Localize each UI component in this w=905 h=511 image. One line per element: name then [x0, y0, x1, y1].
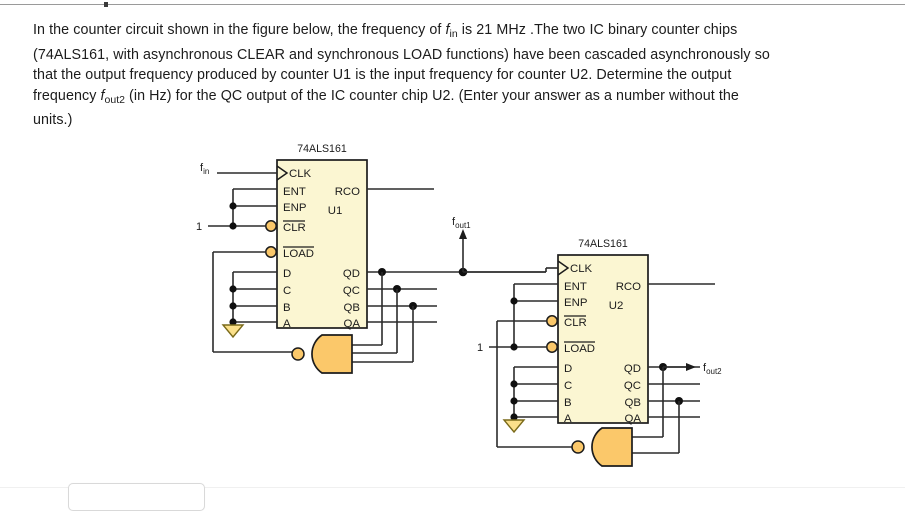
fout1-marker-group: fout1 [452, 216, 471, 277]
fin-base: f [445, 22, 450, 38]
u1-pin-d-label: D [283, 268, 291, 280]
answer-input-box[interactable] [68, 483, 205, 511]
u2-pin-qc-label: QC [624, 380, 641, 392]
u1-enp-junction-dot [229, 202, 237, 210]
fin-label: fin [200, 162, 209, 176]
u2-ground-symbol [502, 419, 526, 434]
u2-pin-c-label: C [564, 380, 572, 392]
u2-load-junction-dot [510, 343, 518, 351]
u2-chip-group: 74ALS161 U2 CLK ENT ENP CLR LOAD D C B A… [463, 238, 722, 467]
u1-pin-qd-label: QD [343, 268, 360, 280]
u1-clk-edge-triangle [276, 165, 289, 181]
fout2-label: fout2 [703, 362, 722, 376]
u2-clk-edge-triangle [557, 260, 570, 276]
u1-pin-rco-label: RCO [335, 186, 360, 198]
question-line-1-part-a: In the counter circuit shown in the figu… [33, 22, 446, 38]
u1-pin-qc-label: QC [343, 285, 360, 297]
u1-pin-b-label: B [283, 302, 291, 314]
u2-c-junction-dot [510, 380, 518, 388]
u2-pin-qd-label: QD [624, 363, 641, 375]
u2-load-inversion-bubble [546, 341, 558, 353]
u1-logic-one-label: 1 [196, 221, 202, 233]
top-divider-rule [0, 4, 905, 5]
question-line-4-part-b: (in Hz) for the QC output of the IC coun… [124, 87, 739, 104]
u2-a-junction-dot [510, 413, 518, 421]
u1-load-inversion-bubble [265, 246, 277, 258]
u1-a-junction-dot [229, 318, 237, 326]
u2-chip-body [557, 254, 649, 424]
question-line-1-part-b: is 21 MHz .The two IC binary counter chi… [457, 22, 738, 38]
u1-c-junction-dot [229, 285, 237, 293]
fout2-subscript: out2 [104, 93, 125, 106]
u2-logic-one-label: 1 [477, 342, 483, 354]
u1-pin-qb-label: QB [344, 302, 360, 314]
u2-b-junction-dot [510, 397, 518, 405]
fout2-probe-arrowhead [686, 363, 696, 371]
u1-part-number: 74ALS161 [297, 143, 347, 155]
u2-pin-qa-label: QA [625, 413, 642, 425]
question-line-1: In the counter circuit shown in the figu… [33, 20, 878, 45]
u2-pin-d-label: D [564, 363, 572, 375]
u2-designator: U2 [609, 300, 624, 312]
fin-symbol: fin [445, 22, 458, 40]
fout1-probe-arrowhead [459, 229, 467, 239]
u1-nand-output-bubble [291, 347, 305, 361]
fin-subscript: in [449, 27, 458, 40]
u2-pin-qb-label: QB [625, 397, 641, 409]
u1-ground-symbol [221, 324, 245, 339]
u2-pin-clk-label: CLK [570, 263, 593, 275]
u1-clr-junction-dot [229, 222, 237, 230]
u1-pin-enp-label: ENP [283, 202, 306, 214]
u1-b-junction-dot [229, 302, 237, 310]
u2-part-number: 74ALS161 [578, 238, 628, 250]
top-artifact-dot [104, 2, 108, 7]
fout2-base: f [100, 87, 105, 104]
question-line-3: that the output frequency produced by co… [33, 67, 732, 84]
question-line-5: units.) [33, 112, 73, 129]
u2-pin-load-label: LOAD [564, 343, 595, 355]
question-line-4: frequency fout2 (in Hz) for the QC outpu… [33, 86, 878, 111]
u2-nand-gate-body [591, 427, 633, 467]
u1-pin-ent-label: ENT [283, 186, 306, 198]
u2-clr-inversion-bubble [546, 315, 558, 327]
u2-pin-a-label: A [564, 413, 572, 425]
u2-pin-ent-label: ENT [564, 281, 587, 293]
u1-pin-clr-label: CLR [283, 222, 306, 234]
u1-pin-a-label: A [283, 318, 291, 330]
question-text: In the counter circuit shown in the figu… [33, 20, 878, 131]
u2-enp-junction-dot [510, 297, 518, 305]
question-line-2: (74ALS161, with asynchronous CLEAR and s… [33, 46, 770, 63]
fout1-label: fout1 [452, 216, 471, 230]
u1-pin-clk-label: CLK [289, 168, 312, 180]
u1-nand-gate-body [311, 334, 353, 374]
u1-pin-qa-label: QA [344, 318, 361, 330]
u2-nand-output-bubble [571, 440, 585, 454]
u2-pin-enp-label: ENP [564, 297, 587, 309]
bottom-divider-rule [0, 487, 905, 488]
u1-chip-body [276, 159, 368, 329]
u1-chip-group: 74ALS161 U1 CLK ENT ENP CLR LOAD D C B A… [196, 143, 546, 374]
u1-pin-c-label: C [283, 285, 291, 297]
u1-clr-inversion-bubble [265, 220, 277, 232]
u2-pin-rco-label: RCO [616, 281, 641, 293]
u1-pin-load-label: LOAD [283, 248, 314, 260]
question-line-4-part-a: frequency [33, 87, 101, 104]
u2-pin-clr-label: CLR [564, 317, 587, 329]
fout2-symbol: fout2 [100, 87, 125, 106]
u2-pin-b-label: B [564, 397, 572, 409]
u1-designator: U1 [328, 205, 343, 217]
counter-circuit-figure: 74ALS161 U1 CLK ENT ENP CLR LOAD D C B A… [0, 125, 905, 485]
